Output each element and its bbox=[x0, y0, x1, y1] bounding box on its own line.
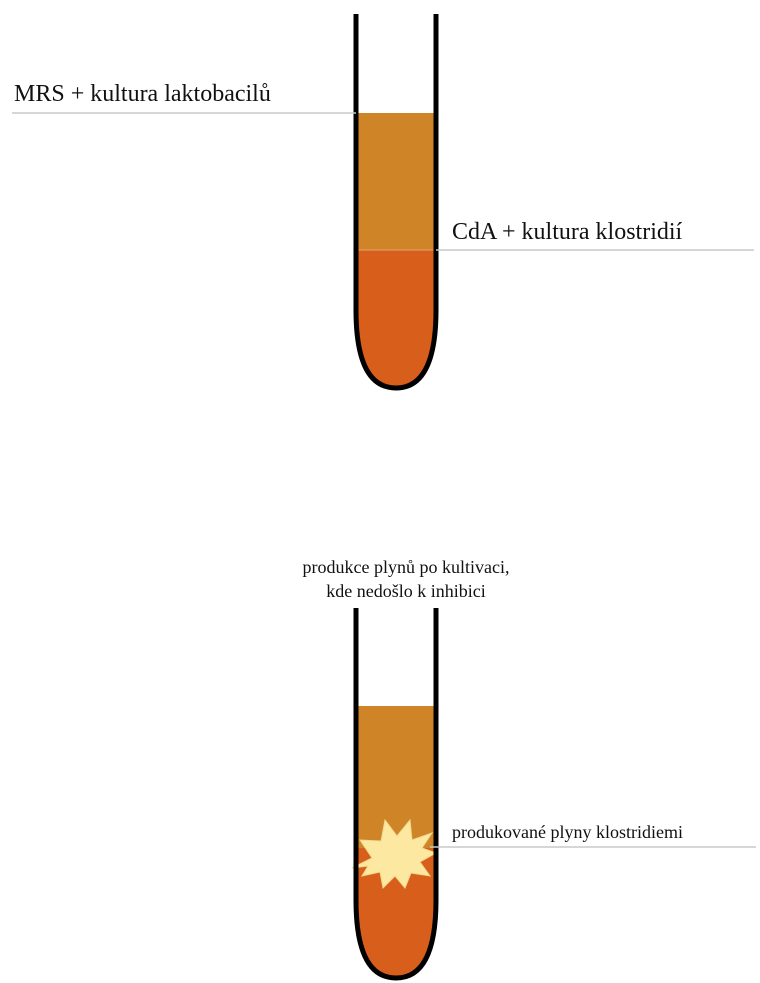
label-cda-culture: CdA + kultura klostridií bbox=[452, 219, 683, 245]
tube-1-mrs-layer bbox=[356, 113, 436, 250]
label-mrs-culture: MRS + kultura laktobacilů bbox=[14, 81, 271, 107]
label-gas-produced: produkované plyny klostridiemi bbox=[452, 822, 683, 842]
caption-line-2: kde nedošlo k inhibici bbox=[326, 581, 485, 601]
tube-2-mrs-layer bbox=[356, 706, 436, 848]
test-tube-2 bbox=[352, 608, 436, 978]
test-tube-1 bbox=[356, 14, 436, 388]
caption-line-1: produkce plynů po kultivaci, bbox=[303, 557, 510, 577]
